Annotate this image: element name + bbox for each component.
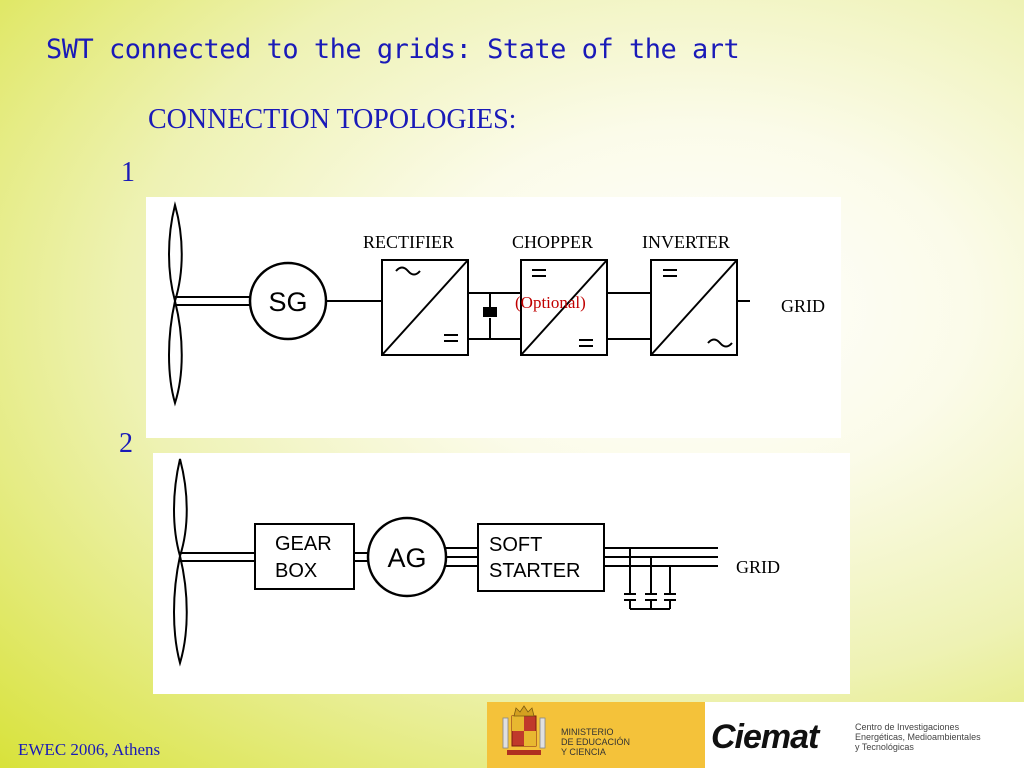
inverter-box	[650, 259, 738, 356]
gearbox-box	[254, 523, 355, 590]
ciemat-wordmark: Ciemat	[711, 718, 819, 756]
diagram-1-number: 1	[121, 157, 135, 188]
ciemat-description: Centro de Investigaciones Energéticas, M…	[855, 722, 981, 752]
gearbox-label-line2: BOX	[275, 560, 317, 582]
diagram-2-svg: GEAR BOX AG SOFT STARTER GRID	[173, 458, 780, 667]
soft-starter-label-line1: SOFT	[489, 534, 542, 556]
ministerio-line-3: Y CIENCIA	[561, 747, 606, 757]
ciemat-logo: Ciemat Centro de Investigaciones Energét…	[705, 702, 1024, 768]
ministerio-text: MINISTERIO DE EDUCACIÓN Y CIENCIA	[561, 727, 630, 757]
grid-label-1: GRID	[781, 296, 825, 316]
chopper-label: CHOPPER	[512, 232, 593, 252]
diagram-2-number: 2	[119, 428, 133, 459]
turbine-blade-bottom	[168, 300, 183, 407]
rectifier-box	[381, 259, 469, 356]
turbine-blade-top	[168, 201, 183, 305]
grid-label-2: GRID	[736, 557, 780, 577]
turbine-blade-top	[173, 458, 188, 560]
slide-subtitle: CONNECTION TOPOLOGIES:	[148, 104, 517, 135]
ministerio-logo: MINISTERIO DE EDUCACIÓN Y CIENCIA	[487, 702, 705, 768]
slide-title: SWT connected to the grids: State of the…	[46, 34, 740, 65]
ciemat-line-3: y Tecnológicas	[855, 742, 914, 752]
chopper-box	[520, 259, 608, 356]
footer-text: EWEC 2006, Athens	[18, 740, 161, 759]
rectifier-label: RECTIFIER	[363, 232, 454, 252]
dc-capacitor	[483, 307, 497, 317]
turbine-blade-bottom	[173, 555, 188, 667]
diagram-1-svg: SG RECTIFIER CHOPPER INVERTER (Optional)	[168, 201, 750, 407]
coat-of-arms-icon	[502, 705, 546, 755]
optional-label: (Optional)	[515, 293, 586, 312]
sg-label: SG	[268, 287, 307, 317]
inverter-label: INVERTER	[642, 232, 730, 252]
ag-label: AG	[387, 543, 426, 573]
ciemat-line-1: Centro de Investigaciones	[855, 722, 960, 732]
ac-symbol-icon	[395, 266, 421, 276]
diagram-1-panel: SG RECTIFIER CHOPPER INVERTER (Optional)	[146, 197, 841, 438]
ciemat-line-2: Energéticas, Medioambientales	[855, 732, 981, 742]
diagram-2-panel: GEAR BOX AG SOFT STARTER GRID	[153, 453, 850, 694]
soft-starter-label-line2: STARTER	[489, 560, 581, 582]
ministerio-line-1: MINISTERIO	[561, 727, 614, 737]
gearbox-label-line1: GEAR	[275, 533, 332, 555]
ac-symbol-icon	[707, 338, 733, 348]
logo-bar: MINISTERIO DE EDUCACIÓN Y CIENCIA Ciemat…	[487, 702, 1024, 768]
ministerio-line-2: DE EDUCACIÓN	[561, 737, 631, 747]
